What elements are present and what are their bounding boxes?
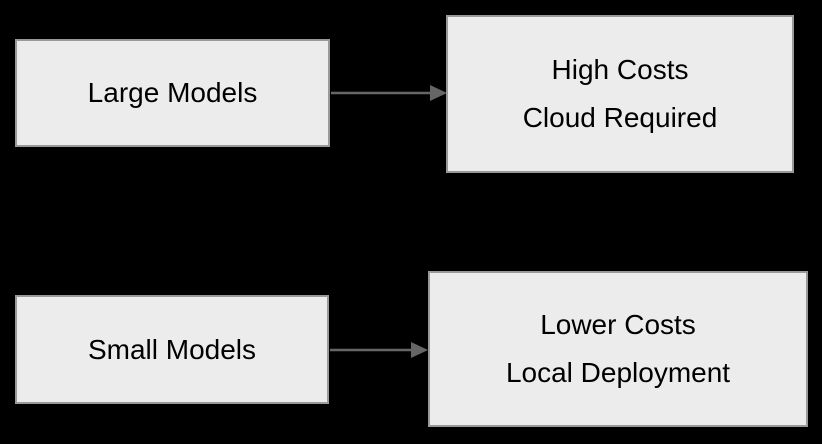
node-high-costs: High Costs Cloud Required [446,15,794,173]
node-small-models-label: Small Models [87,333,257,365]
node-lower-costs-line1: Lower Costs [540,309,696,340]
arrow-small-to-lower-head [411,342,428,358]
node-lower-costs-line2: Local Deployment [505,357,731,388]
arrow-small-to-lower [330,342,428,358]
node-high-costs-line2: Cloud Required [522,102,718,133]
arrow-large-to-high-head [430,85,447,101]
node-large-models-label: Large Models [87,77,258,108]
node-large-models: Large Models [15,39,330,147]
arrow-large-to-high [331,85,447,101]
node-small-models: Small Models [15,295,329,404]
node-high-costs-line1: High Costs [551,54,689,85]
node-lower-costs: Lower Costs Local Deployment [428,271,808,427]
